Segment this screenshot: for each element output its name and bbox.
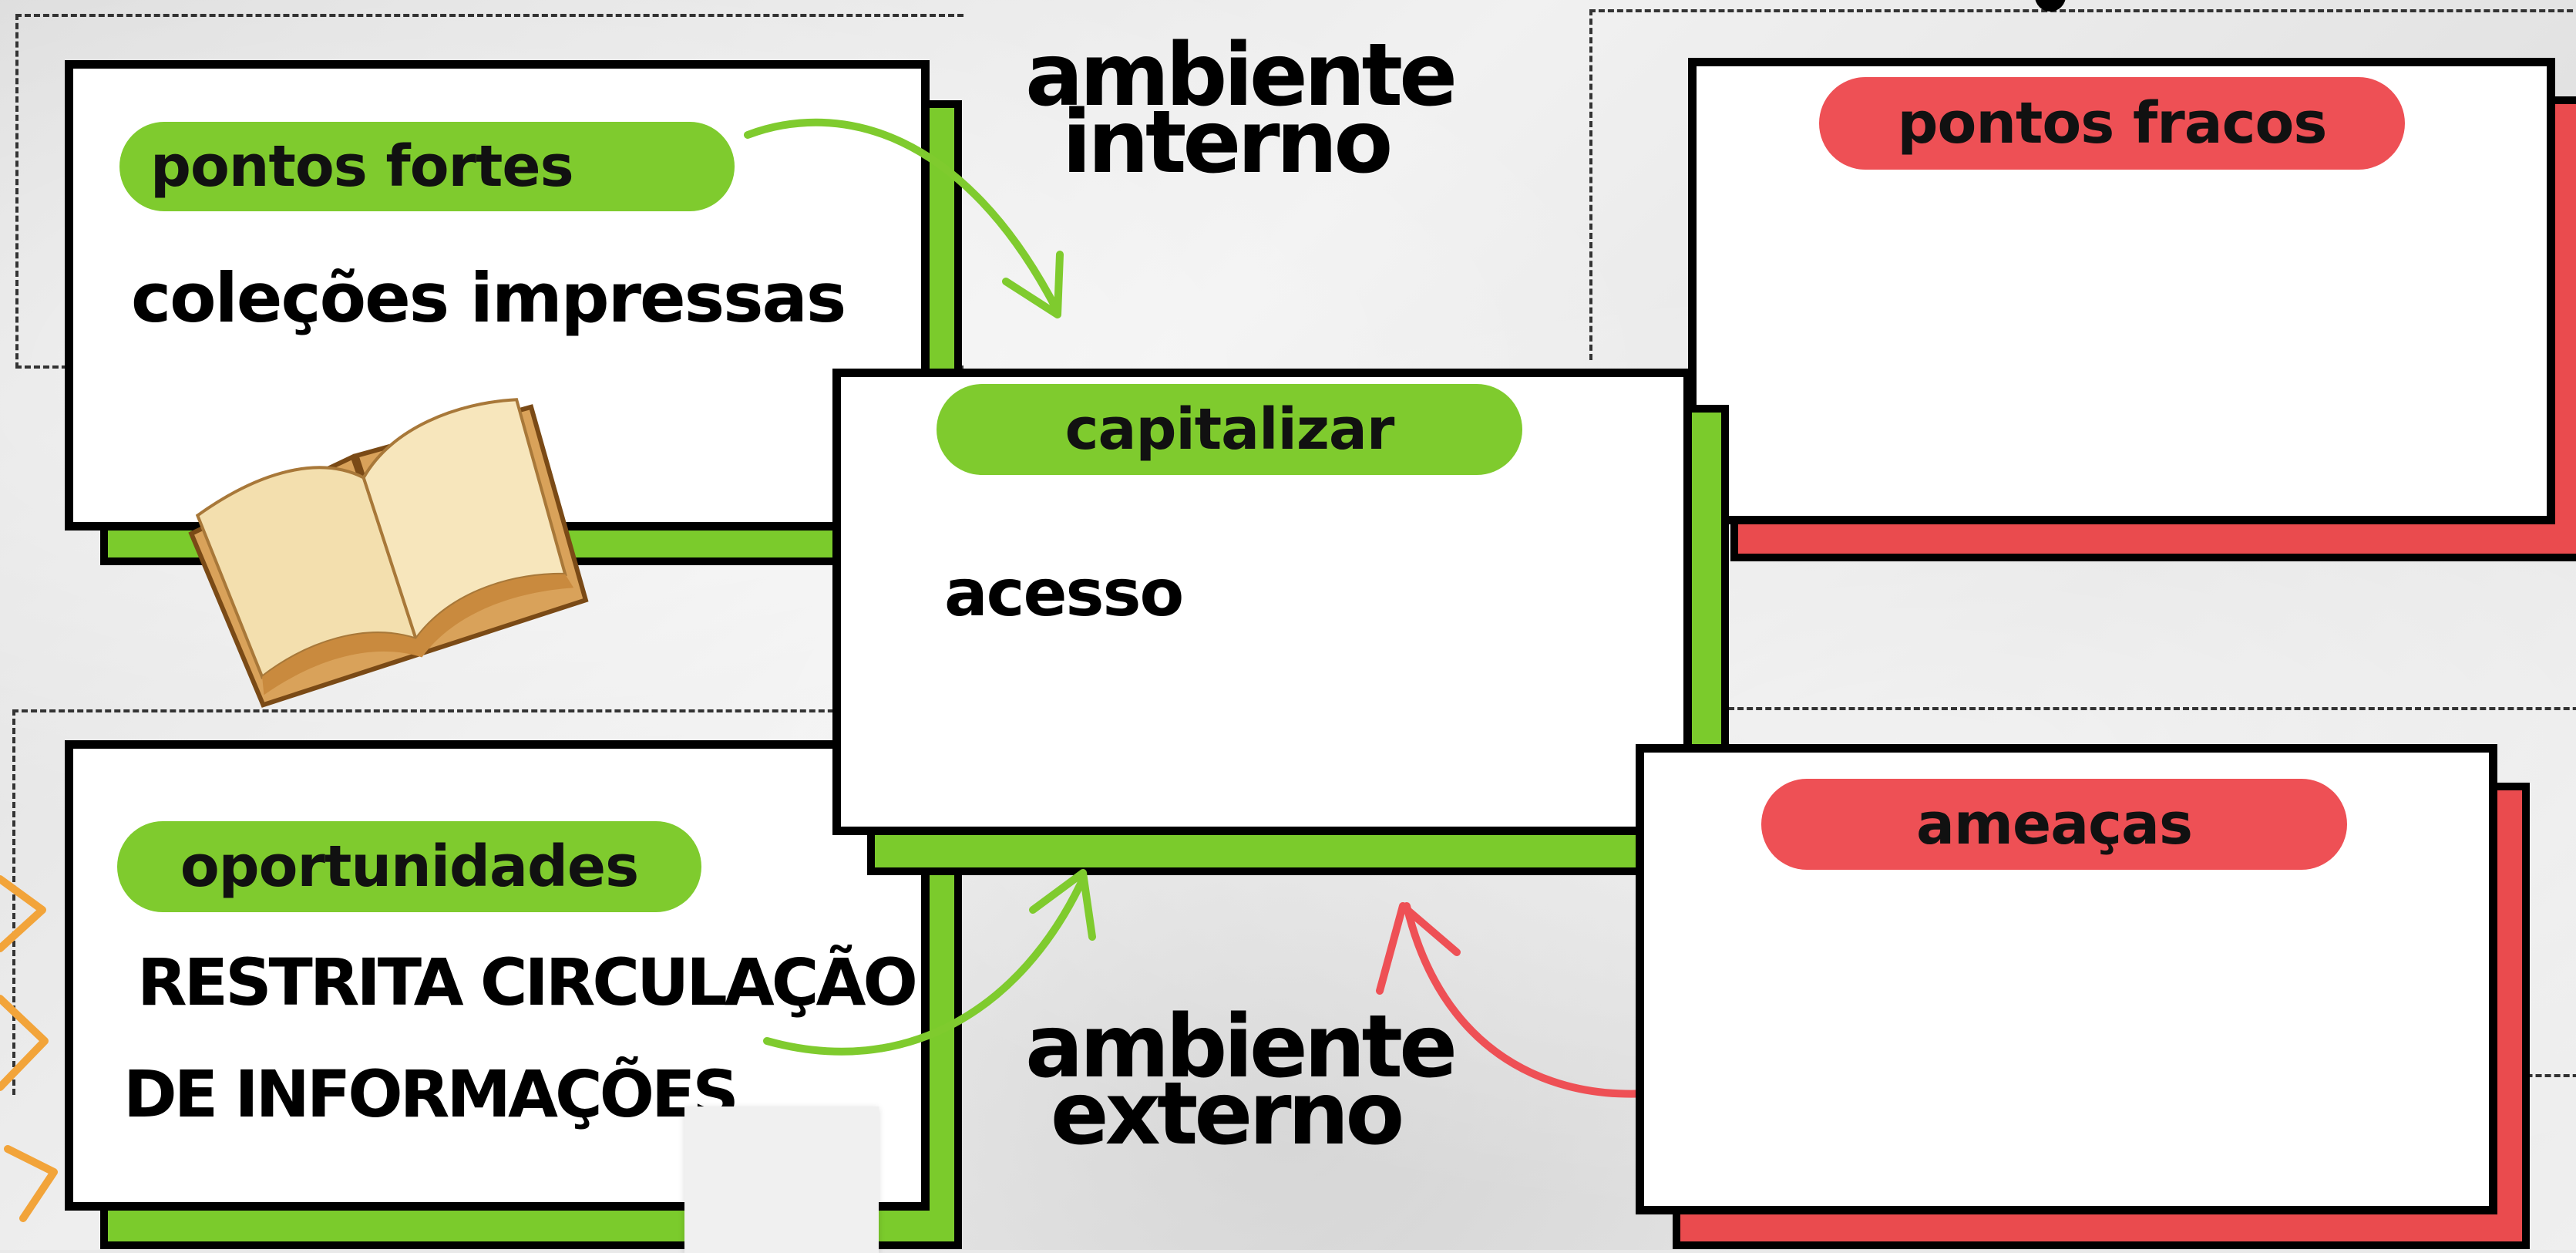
curved-arrow-to-capitalizar <box>744 118 1064 318</box>
ambiente-externo-title: ambiente externo <box>1025 997 1458 1165</box>
orange-chevron-icon <box>0 875 58 1222</box>
cropped-title-fragment <box>2035 0 2066 12</box>
capitalizar-label: capitalizar <box>937 384 1522 475</box>
oportunidades-label: oportunidades <box>117 821 701 912</box>
capitalizar-content: acesso <box>944 555 1184 631</box>
note-card <box>684 1106 879 1253</box>
oportunidades-content-line1: RESTRITA CIRCULAÇÃO <box>137 945 918 1020</box>
ambiente-interno-title: ambiente interno <box>1025 25 1458 194</box>
open-book-image <box>188 398 589 708</box>
curved-arrow-oportunidades-to-capitalizar <box>763 869 1096 1056</box>
ameacas-label: ameaças <box>1761 779 2347 870</box>
pontos-fortes-label: pontos fortes <box>119 122 735 211</box>
oportunidades-content-line2: DE INFORMAÇÕES <box>123 1056 739 1132</box>
dashed-frame-bottom-left <box>12 709 899 1095</box>
dashed-frame-top-right <box>1589 9 2576 360</box>
pontos-fracos-label: pontos fracos <box>1819 77 2405 170</box>
pontos-fortes-content: coleções impressas <box>131 258 846 338</box>
